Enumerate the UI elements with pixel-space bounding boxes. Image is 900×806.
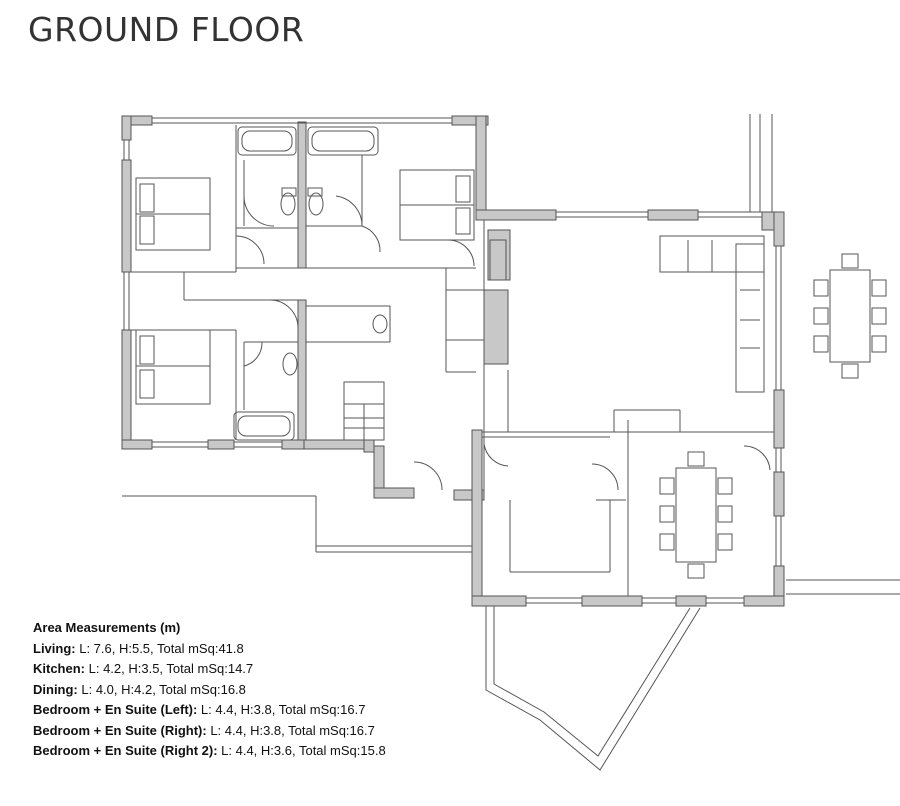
basin: [372, 314, 388, 334]
wall: [373, 445, 385, 495]
room-dims: L: 4.0, H:4.2, Total mSq:16.8: [77, 681, 246, 697]
wall: [471, 429, 483, 607]
area-row-bedroom-left: Bedroom + En Suite (Left): L: 4.4, H:3.8…: [33, 700, 386, 721]
wc: [308, 192, 324, 216]
bed: [135, 329, 211, 405]
wc: [280, 192, 296, 216]
wall: [363, 439, 375, 453]
page-title: GROUND FLOOR: [28, 10, 305, 49]
wall: [207, 439, 235, 450]
wall: [451, 115, 489, 126]
area-row-dining: Dining: L: 4.0, H:4.2, Total mSq:16.8: [33, 680, 386, 701]
area-row-kitchen: Kitchen: L: 4.2, H:3.5, Total mSq:14.7: [33, 659, 386, 680]
wall: [647, 209, 699, 221]
wall: [743, 595, 785, 607]
wall: [121, 159, 132, 273]
wall: [121, 439, 153, 450]
wall: [297, 299, 307, 441]
room-dims: L: 4.4, H:3.6, Total mSq:15.8: [217, 743, 386, 758]
room-name: Bedroom + En Suite (Right 2):: [33, 743, 218, 758]
room-name: Bedroom + En Suite (Left):: [33, 702, 198, 717]
outdoor-table: [829, 269, 871, 363]
wall: [773, 211, 785, 247]
room-dims: L: 4.4, H:3.8, Total mSq:16.7: [197, 702, 366, 717]
room-name: Living:: [33, 640, 76, 656]
wall: [773, 471, 785, 517]
area-row-bedroom-right: Bedroom + En Suite (Right): L: 4.4, H:3.…: [33, 721, 386, 742]
area-measurements-heading: Area Measurements (m): [33, 620, 181, 635]
room-name: Bedroom + En Suite (Right):: [33, 722, 207, 738]
wall: [581, 595, 643, 607]
room-dims: L: 7.6, H:5.5, Total mSq:41.8: [75, 640, 244, 656]
wall: [121, 329, 132, 447]
room-dims: L: 4.2, H:3.5, Total mSq:14.7: [85, 661, 254, 676]
area-measurements: Area Measurements (m) Living: L: 7.6, H:…: [33, 618, 386, 762]
wall: [475, 209, 557, 221]
wall: [483, 289, 509, 365]
wall: [487, 229, 511, 281]
wall: [471, 595, 527, 607]
wall: [297, 121, 307, 269]
bathtub: [307, 126, 379, 156]
bathtub: [237, 126, 297, 156]
room-name: Dining:: [33, 681, 78, 697]
wall: [675, 595, 707, 607]
wall: [373, 487, 415, 499]
area-row-bedroom-right-2: Bedroom + En Suite (Right 2): L: 4.4, H:…: [33, 741, 386, 762]
wall: [475, 115, 487, 221]
wall: [121, 115, 132, 141]
room-name: Kitchen:: [33, 661, 85, 676]
area-row-living: Living: L: 7.6, H:5.5, Total mSq:41.8: [33, 639, 386, 660]
wc: [282, 352, 298, 376]
sofa: [735, 243, 765, 393]
bathtub: [233, 411, 295, 441]
wall: [453, 489, 485, 501]
wall: [773, 389, 785, 449]
dining-table: [675, 467, 717, 563]
room-dims: L: 4.4, H:3.8, Total mSq:16.7: [206, 722, 375, 738]
wall: [303, 439, 365, 450]
